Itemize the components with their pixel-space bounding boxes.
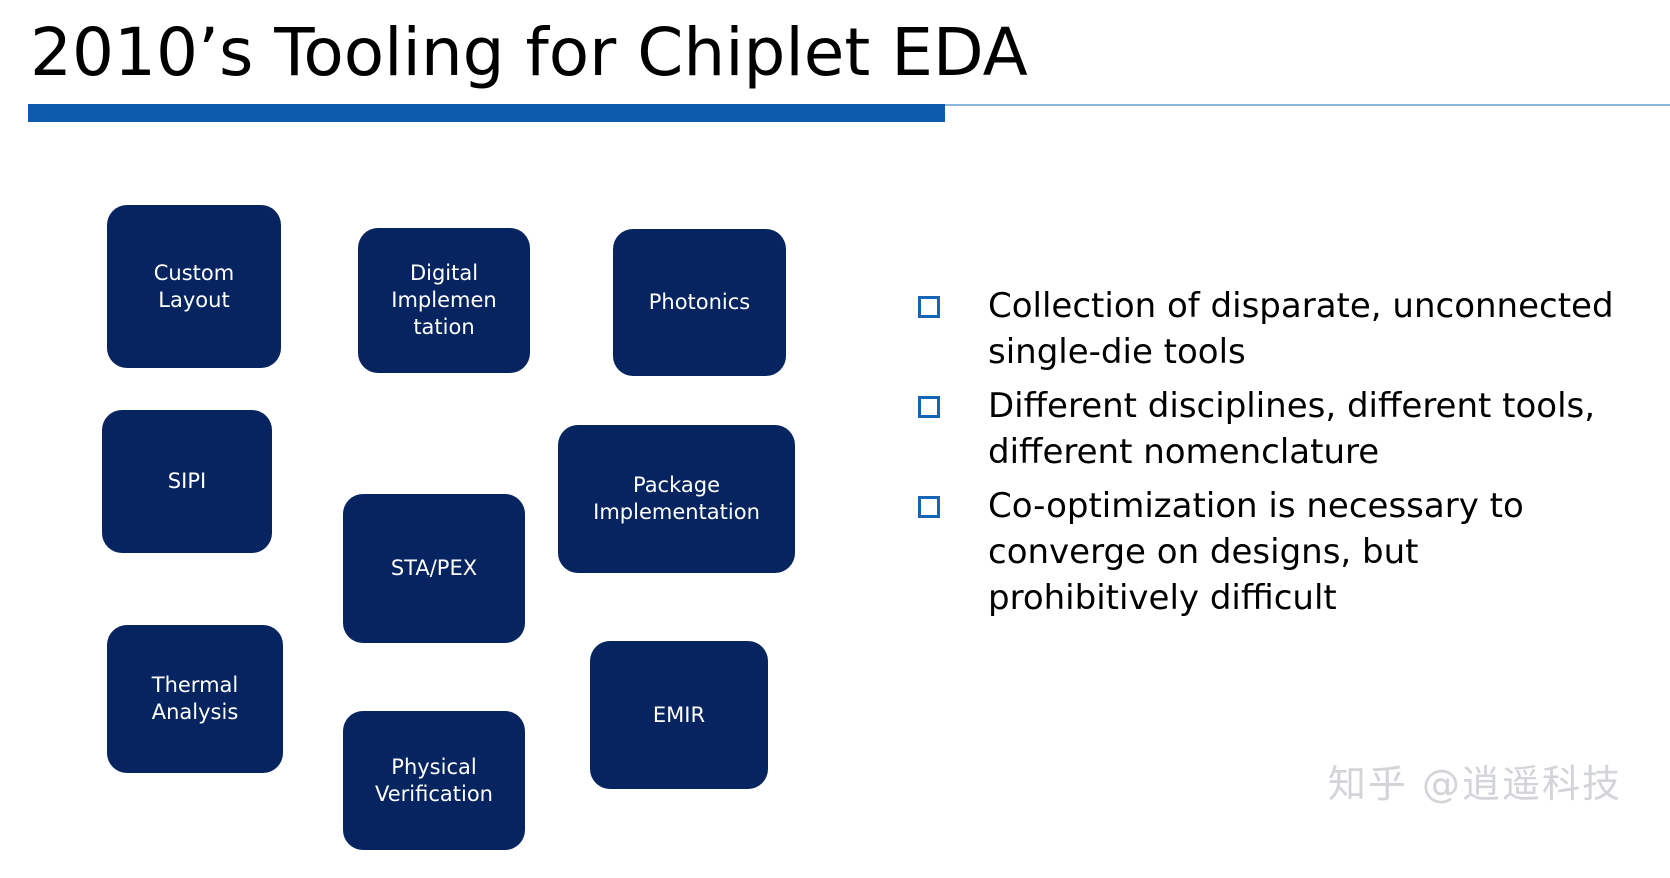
- tool-box-digital-implementation[interactable]: Digital Implemen tation: [358, 228, 530, 373]
- tool-box-photonics[interactable]: Photonics: [613, 229, 786, 376]
- tool-box-physical-verification[interactable]: Physical Verification: [343, 711, 525, 850]
- bullet-text: Different disciplines, different tools, …: [988, 386, 1596, 472]
- bullet-item-disparate-tools: Collection of disparate, unconnected sin…: [918, 283, 1618, 375]
- tool-box-emir[interactable]: EMIR: [590, 641, 768, 789]
- tool-box-package-implementation[interactable]: Package Implementation: [558, 425, 795, 573]
- bullet-item-different-tools: Different disciplines, different tools, …: [918, 383, 1618, 475]
- square-bullet-icon: [918, 496, 940, 518]
- bullet-item-co-optimization: Co-optimization is necessary to converge…: [918, 483, 1618, 621]
- title-rule-accent: [28, 104, 945, 122]
- tool-box-thermal-analysis[interactable]: Thermal Analysis: [107, 625, 283, 773]
- page-title: 2010’s Tooling for Chiplet EDA: [30, 14, 1028, 91]
- bullet-text: Collection of disparate, unconnected sin…: [988, 286, 1614, 372]
- tool-box-sta-pex[interactable]: STA/PEX: [343, 494, 525, 643]
- tool-box-custom-layout[interactable]: Custom Layout: [107, 205, 281, 368]
- tool-box-sipi[interactable]: SIPI: [102, 410, 272, 553]
- bullet-text: Co-optimization is necessary to converge…: [988, 486, 1524, 618]
- square-bullet-icon: [918, 296, 940, 318]
- bullet-list: Collection of disparate, unconnected sin…: [918, 283, 1618, 629]
- watermark: 知乎 @逍遥科技: [1327, 762, 1622, 806]
- square-bullet-icon: [918, 396, 940, 418]
